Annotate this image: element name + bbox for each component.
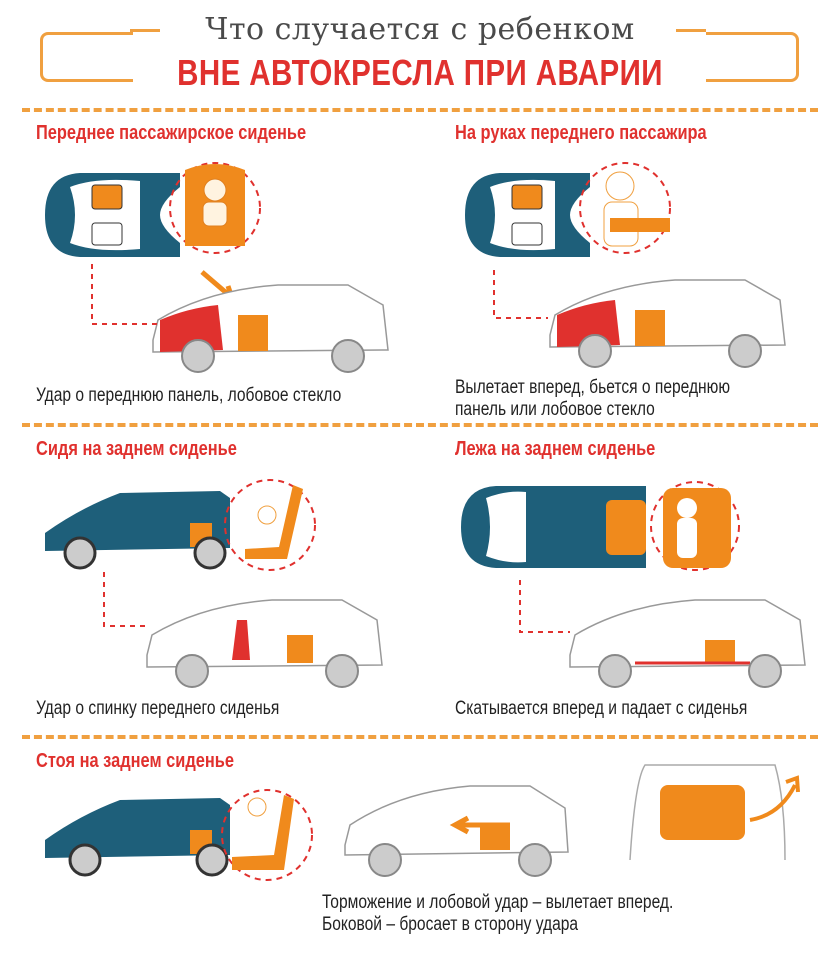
caption-line: Удар о переднюю панель, лобовое стекло (36, 385, 342, 406)
child-seat-icon (224, 479, 316, 571)
divider (22, 423, 818, 427)
car-side-view-icon (549, 279, 786, 368)
caption-sitting-rear: Удар о спинку переднего сиденья (36, 698, 279, 720)
car-top-view-icon (461, 486, 646, 568)
connector-line (91, 264, 158, 325)
car-side-view-icon (344, 785, 569, 877)
header-subtitle: Что случается с ребенком (205, 12, 635, 47)
section-title-front-seat: Переднее пассажирское сиденье (36, 122, 307, 144)
connector-line (493, 270, 548, 319)
car-top-view-icon (465, 173, 590, 257)
header-title: ВНЕ АВТОКРЕСЛА ПРИ АВАРИИ (177, 52, 663, 93)
divider (22, 108, 818, 112)
car-top-view-icon (45, 173, 180, 257)
child-figure-icon (650, 481, 740, 571)
connector-line (519, 580, 570, 633)
header-line (676, 29, 706, 32)
section-title-lying-rear: Лежа на заднем сиденье (455, 438, 656, 460)
caption-standing-rear: Торможение и лобовой удар – вылетает впе… (322, 892, 673, 936)
caption-line: Удар о спинку переднего сиденья (36, 698, 280, 719)
divider (22, 735, 818, 739)
caption-line: Скатывается вперед и падает с сиденья (455, 698, 748, 719)
caption-line: панель или лобовое стекло (455, 399, 655, 420)
hand-icon (579, 162, 671, 254)
connector-line (103, 572, 148, 627)
header-bracket-right (706, 32, 799, 82)
caption-line: Боковой – бросает в сторону удара (322, 914, 579, 935)
section-title-sitting-rear: Сидя на заднем сиденье (36, 438, 237, 460)
dashed-circle-icon (169, 162, 261, 254)
caption-front-seat: Удар о переднюю панель, лобовое стекло (36, 385, 341, 407)
section-title-in-arms: На руках переднего пассажира (455, 122, 707, 144)
car-side-view-icon (45, 491, 230, 570)
car-side-view-icon (146, 599, 383, 688)
header-bracket-left (40, 32, 133, 82)
car-side-view-icon (45, 798, 230, 877)
car-rear-interior-icon (629, 764, 800, 861)
header-line (130, 29, 160, 32)
caption-line: Вылетает вперед, бьется о переднюю (455, 377, 731, 398)
car-side-view-icon (152, 284, 389, 373)
child-seat-icon (221, 789, 313, 881)
section-title-standing-rear: Стоя на заднем сиденье (36, 750, 234, 772)
car-side-view-icon (569, 599, 806, 688)
caption-in-arms: Вылетает вперед, бьется о переднюю панел… (455, 377, 730, 421)
caption-line: Торможение и лобовой удар – вылетает впе… (322, 892, 674, 913)
caption-lying-rear: Скатывается вперед и падает с сиденья (455, 698, 747, 720)
